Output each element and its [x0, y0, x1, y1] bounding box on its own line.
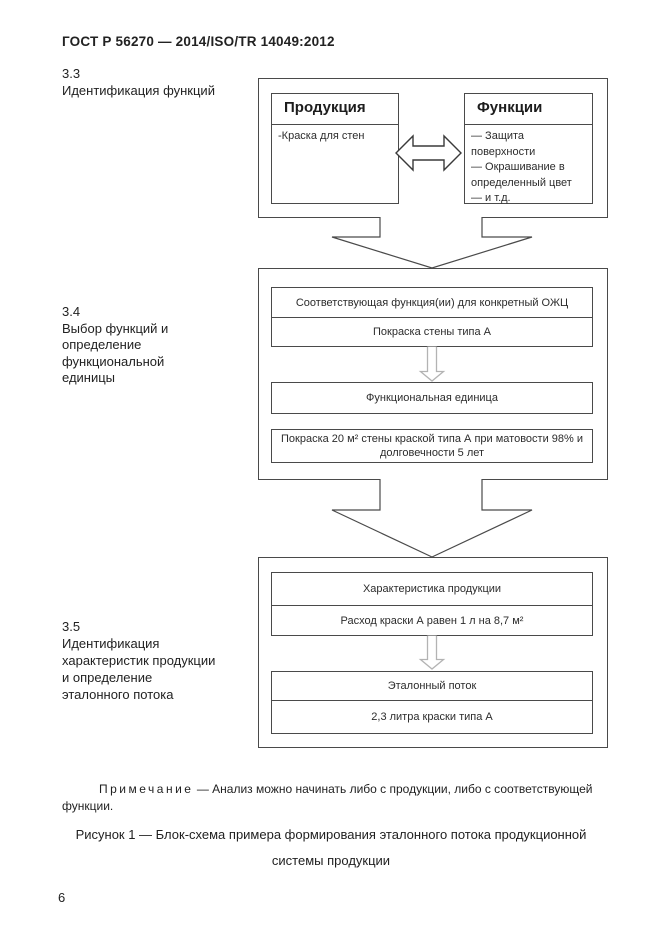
figure-caption-line2: системы продукции — [271, 853, 391, 868]
product-box-title: Продукция — [272, 94, 398, 125]
functions-box: Функции — Защита поверхности — Окрашиван… — [464, 93, 593, 204]
section-number: 3.5 — [62, 619, 81, 634]
note-dash: — — [196, 782, 209, 796]
function-selection-row2: Покраска стены типа А — [372, 326, 492, 338]
function-selection-box: Соответствующая функция(ии) для конкретн… — [271, 287, 593, 347]
figure-note: Примечание — Анализ можно начинать либо … — [62, 781, 618, 815]
section-number: 3.3 — [62, 66, 81, 81]
section-label-3-5: 3.5 Идентификация характеристик продукци… — [62, 618, 258, 703]
product-box-body: -Краска для стен — [272, 125, 398, 145]
large-down-arrow-2-icon — [331, 478, 533, 558]
section-number: 3.4 — [62, 304, 81, 319]
section-title: Выбор функций и определение функциональн… — [62, 320, 169, 386]
functions-box-title: Функции — [465, 94, 592, 125]
section-title: Идентификация характеристик продукции и … — [62, 636, 216, 702]
note-text: Анализ можно начинать либо с продукции, … — [62, 782, 593, 813]
section-title: Идентификация функций — [62, 82, 215, 98]
diagram-stage-reference-flow: Характеристика продукции Расход краски А… — [258, 557, 608, 748]
function-item: — Защита поверхности — [471, 130, 536, 158]
product-box: Продукция -Краска для стен — [271, 93, 399, 204]
reference-flow-row1: Эталонный поток — [272, 672, 592, 701]
product-characteristic-row2: Расход краски А равен 1 л на 8,7 м² — [340, 614, 524, 627]
note-label: Примечание — [99, 782, 194, 796]
product-item: -Краска для стен — [278, 130, 365, 142]
function-selection-row1: Соответствующая функция(ии) для конкретн… — [272, 288, 592, 318]
reference-flow-row2: 2,3 литра краски типа А — [371, 711, 493, 723]
section-label-3-4: 3.4 Выбор функций и определение функцион… — [62, 304, 258, 387]
reference-flow-box: Эталонный поток 2,3 литра краски типа А — [271, 671, 593, 734]
figure-caption: Рисунок 1 — Блок-схема примера формирова… — [50, 827, 612, 868]
page-header: ГОСТ Р 56270 — 2014/ISO/TR 14049:2012 — [62, 34, 335, 49]
functions-box-body: — Защита поверхности — Окрашивание в опр… — [465, 125, 592, 207]
function-item: — и т.д. — [471, 192, 511, 204]
product-characteristic-box: Характеристика продукции Расход краски А… — [271, 572, 593, 636]
diagram-stage-identification: Продукция -Краска для стен Функции — Защ… — [258, 78, 608, 218]
section-label-3-3: 3.3 Идентификация функций — [62, 66, 258, 99]
function-item: — Окрашивание в определенный цвет — [471, 161, 572, 189]
product-characteristic-row1: Характеристика продукции — [272, 573, 592, 606]
diagram-stage-functional-unit: Соответствующая функция(ии) для конкретн… — [258, 268, 608, 480]
large-down-arrow-1-icon — [331, 216, 533, 269]
page-number: 6 — [58, 890, 66, 905]
figure-caption-line1: Рисунок 1 — Блок-схема примера формирова… — [75, 827, 587, 842]
functional-unit-box: Функциональная единица — [271, 382, 593, 414]
functional-unit-example-box: Покраска 20 м² стены краской типа А при … — [271, 429, 593, 463]
